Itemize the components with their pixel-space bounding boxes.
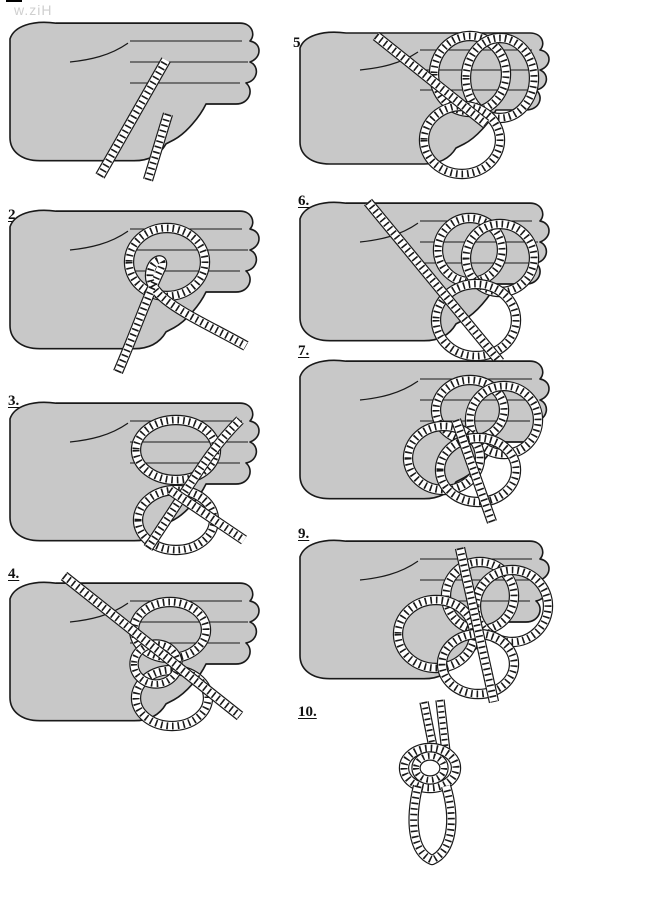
step-label-2: 2. bbox=[8, 207, 20, 223]
step-label-5: 5 bbox=[293, 35, 301, 51]
knot-core bbox=[411, 751, 449, 785]
rope-bottom-loop bbox=[408, 784, 457, 866]
rope-diagonal bbox=[363, 198, 505, 366]
rope-standing-end bbox=[167, 485, 247, 545]
rope-diagonal bbox=[454, 546, 500, 704]
rope-loop-upper bbox=[128, 596, 212, 664]
knot-body bbox=[398, 742, 462, 794]
rope-strand-right bbox=[143, 112, 173, 182]
step-label-6: 6. bbox=[298, 193, 310, 209]
rope-diagonal bbox=[372, 31, 490, 129]
step-label-10: 10. bbox=[298, 704, 317, 720]
rope-working-end bbox=[113, 255, 249, 375]
rope-diagonal bbox=[451, 418, 497, 524]
rope-loop-upper-1 bbox=[432, 212, 508, 288]
rope-loop-top bbox=[430, 374, 510, 446]
rope-loop-left bbox=[402, 420, 486, 496]
rope-end-right bbox=[435, 699, 451, 753]
step-label-3: 3. bbox=[8, 393, 20, 409]
watermark: w.ziH bbox=[14, 2, 53, 18]
rope-loop-lower bbox=[430, 278, 522, 362]
step-label-7: 7. bbox=[298, 343, 310, 359]
rope-working-end bbox=[143, 416, 244, 551]
rope-diagonal bbox=[60, 571, 244, 721]
corner-mark bbox=[6, 0, 22, 2]
rope-loop-lower bbox=[130, 664, 214, 732]
rope-strand-left bbox=[95, 57, 171, 179]
rope-loop-bottom bbox=[436, 628, 520, 700]
rope-loop-right bbox=[464, 380, 544, 460]
rope-loop-bottom bbox=[418, 100, 506, 180]
step-label-9: 9. bbox=[298, 526, 310, 542]
step-label-4: 4. bbox=[8, 566, 20, 582]
hand-step-1 bbox=[9, 21, 260, 162]
rope-loop-bottom bbox=[434, 432, 522, 508]
